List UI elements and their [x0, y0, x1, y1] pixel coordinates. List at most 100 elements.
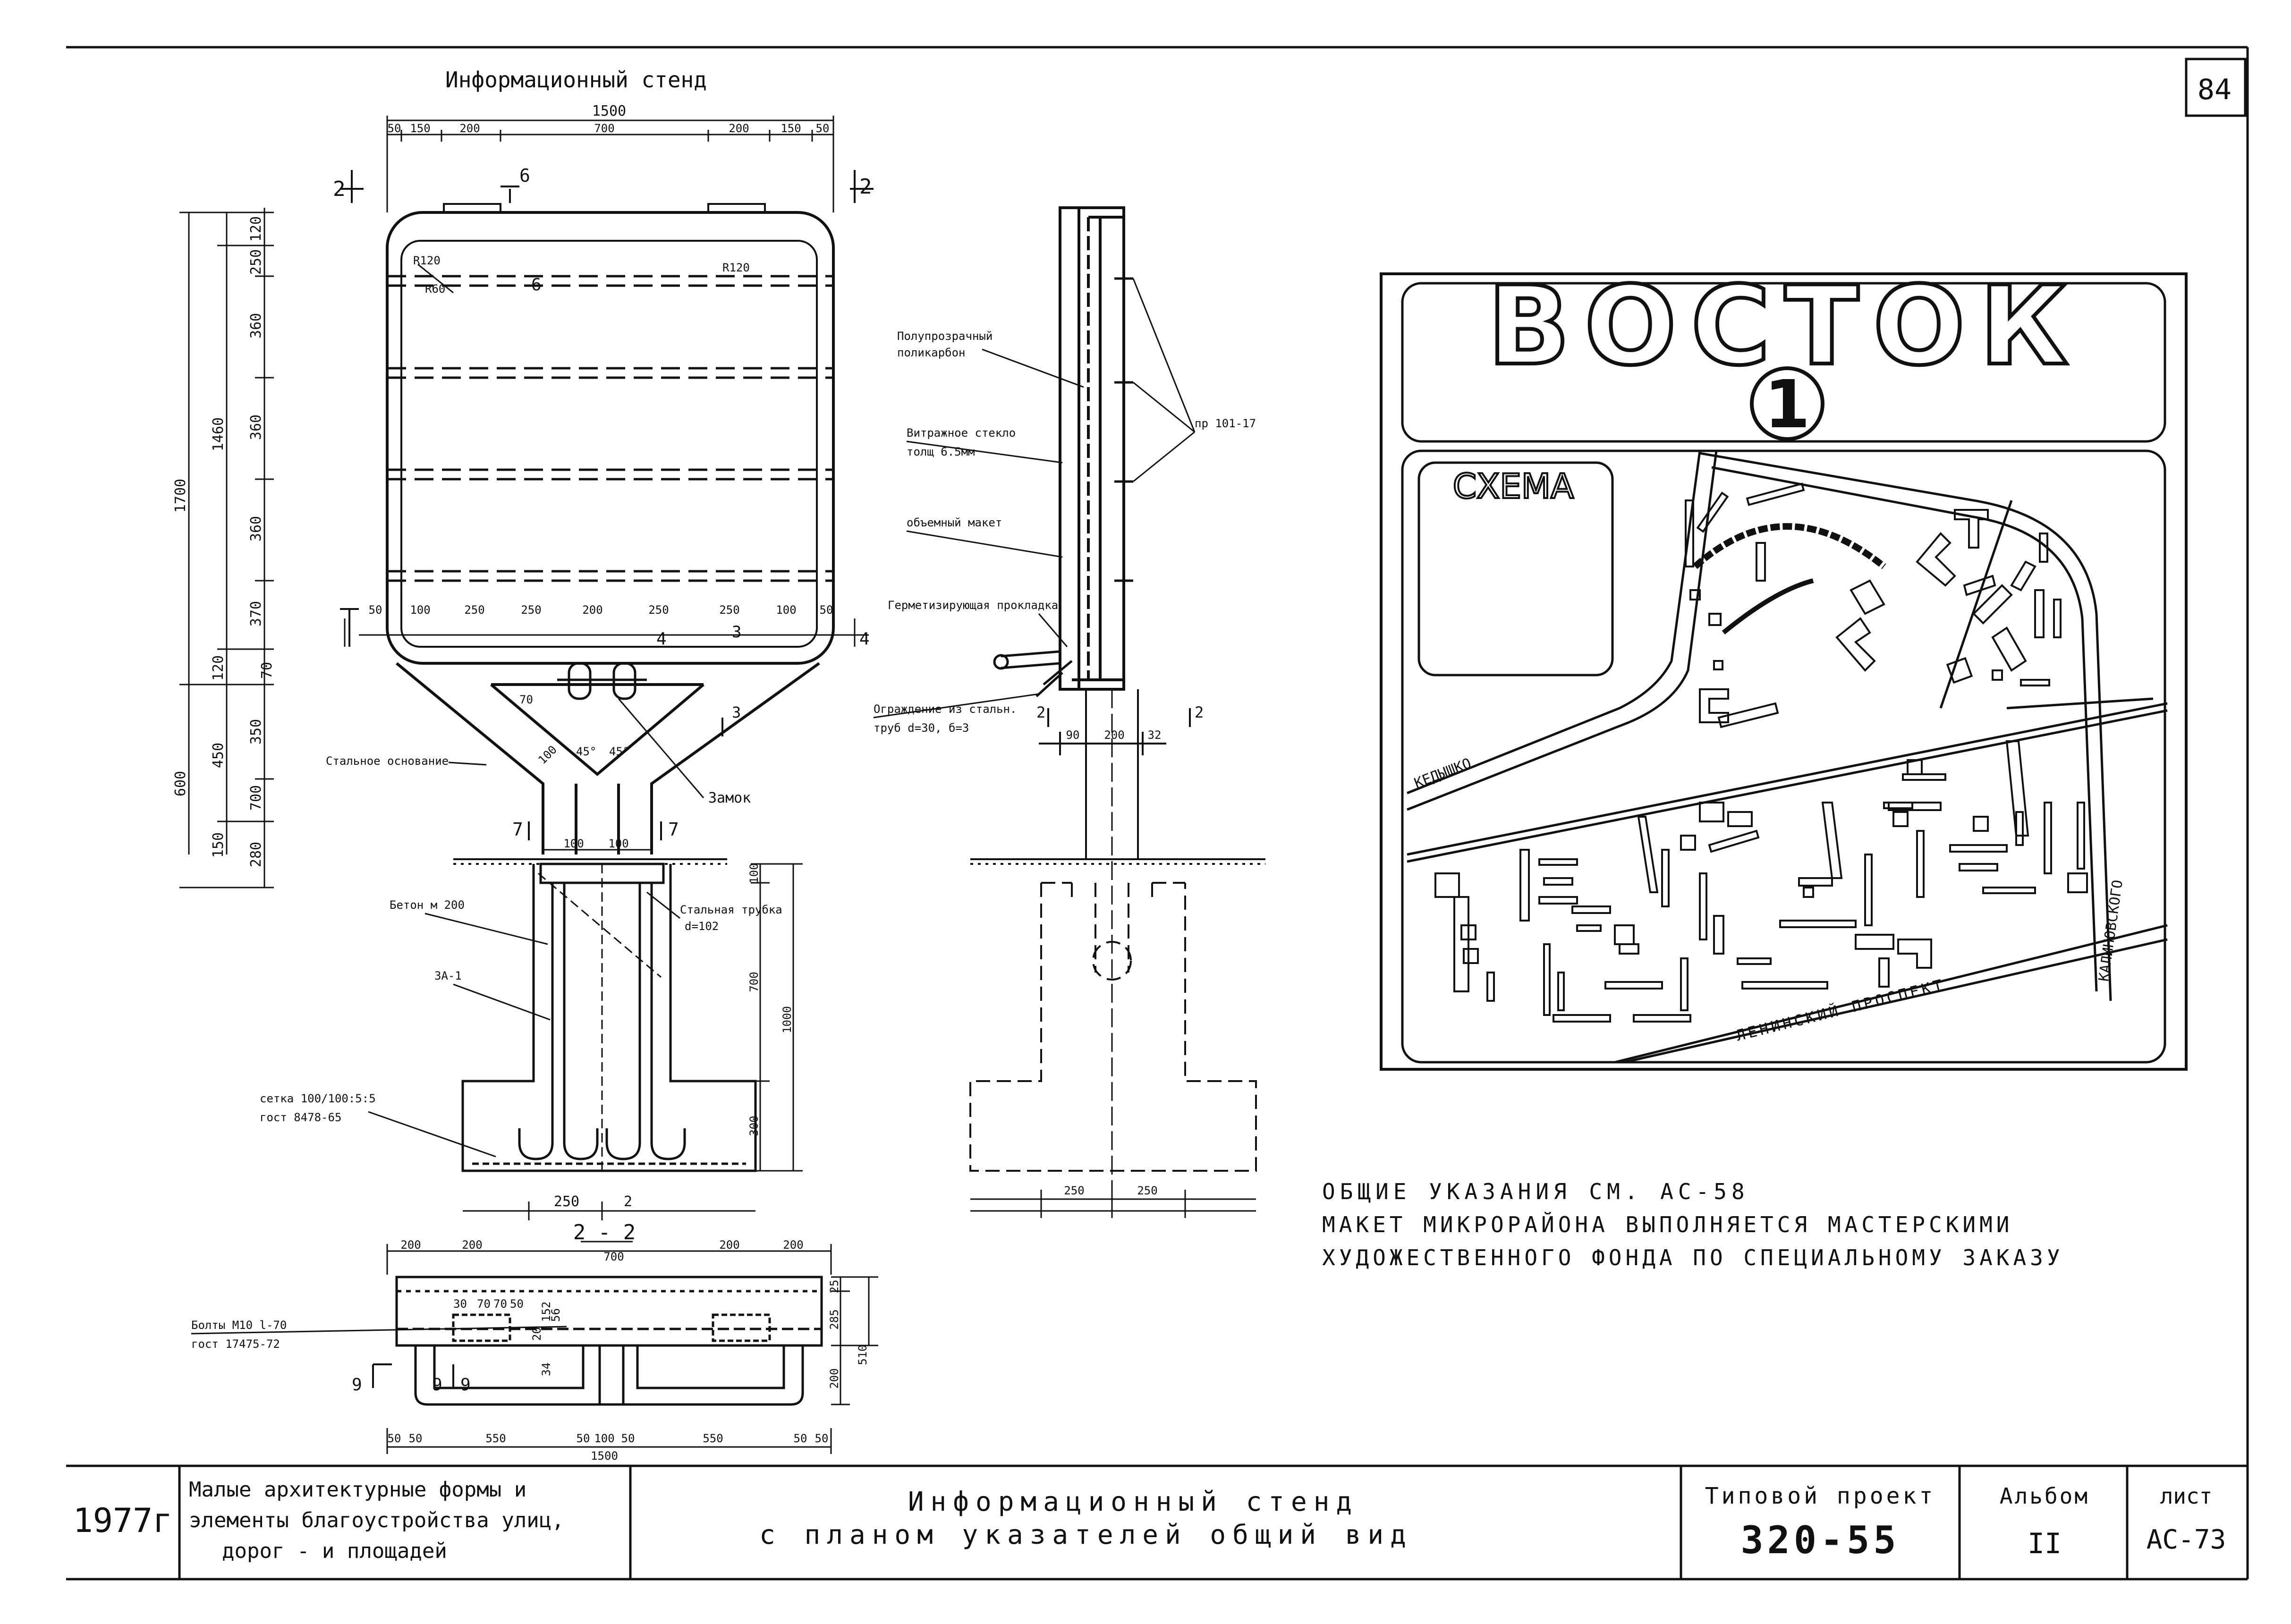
- found-dim-700: 700: [747, 972, 761, 992]
- s22-right-25: 25: [828, 1280, 841, 1294]
- found-dim-300: 300: [747, 1116, 761, 1136]
- s22-inner-152: 152: [540, 1302, 553, 1322]
- plan-scheme-label: СХЕМА: [1453, 466, 1574, 506]
- dim-overall-width: 1500: [592, 103, 626, 119]
- s22-inner-20: 20: [530, 1327, 543, 1341]
- note-line-3: ХУДОЖЕСТВЕННОГО ФОНДА ПО СПЕЦИАЛЬНОМУ ЗА…: [1322, 1245, 2064, 1270]
- title-category-2: элементы благоустройства улиц,: [189, 1508, 564, 1532]
- found-dim-100: 100: [747, 863, 761, 883]
- foundation: [461, 863, 757, 1172]
- title-sheet-value: АС-73: [2147, 1524, 2226, 1555]
- s22-bottom-3: 550: [485, 1432, 506, 1445]
- angle-left: 45°: [576, 745, 596, 758]
- s22-inner-56: 56: [549, 1308, 562, 1322]
- cut-3-top: 3: [732, 623, 741, 642]
- s22-top-1: 200: [400, 1238, 421, 1252]
- cut-2-right: 2: [859, 175, 872, 199]
- title-category-3: дорог - и площадей: [222, 1539, 447, 1563]
- side-label-2b: толщ 6.5мм: [907, 445, 975, 458]
- cut-7-right: 7: [668, 819, 679, 840]
- label-steel-base: Стальное основание: [326, 754, 449, 768]
- found-dim-250: 250: [554, 1193, 579, 1210]
- s22-bottom-total: 1500: [591, 1449, 618, 1463]
- s22-top-5: 200: [783, 1238, 803, 1252]
- note-line-1: ОБЩИЕ УКАЗАНИЯ СМ. АС-58: [1322, 1179, 1749, 1204]
- cut-7-left: 7: [512, 819, 523, 840]
- side-dim-90: 90: [1066, 728, 1080, 742]
- side-label-1a: Полупрозрачный: [897, 330, 993, 343]
- dim-left-600: 600: [172, 771, 189, 796]
- side-found-250a: 250: [1064, 1184, 1084, 1197]
- dim-bottom-5: 200: [582, 603, 602, 617]
- dim-left-450: 450: [210, 743, 227, 768]
- dim-bottom-9: 50: [820, 603, 833, 617]
- cut-6-inner: 6: [531, 275, 542, 295]
- s22-bottom-4: 50: [577, 1432, 590, 1445]
- dim-inner-360a: 360: [248, 313, 264, 338]
- plan-buildings: [1434, 482, 2088, 1023]
- dim-bottom-7: 250: [719, 603, 739, 617]
- label-pipe-d: d=102: [685, 920, 719, 933]
- dim-inner-250: 250: [248, 249, 264, 275]
- dim-top-3: 200: [459, 122, 480, 135]
- label-lock: Замок: [708, 790, 751, 806]
- dim-bottom-4: 250: [521, 603, 541, 617]
- section-2-2: 2 - 2 200 200 700 200 200 30 70 70 50 20: [191, 1220, 878, 1463]
- dim-inner-360b: 360: [248, 414, 264, 440]
- title-project-label: Типовой проект: [1705, 1483, 1936, 1509]
- s22-small-1: 30: [453, 1297, 467, 1311]
- label-za-1: ЗА-1: [434, 969, 462, 982]
- side-label-2a: Витражное стекло: [907, 426, 1016, 440]
- radius-outer: R120: [413, 254, 441, 267]
- panel-inner: [400, 240, 818, 648]
- side-found-250b: 250: [1137, 1184, 1157, 1197]
- dim-100-left: 100: [563, 837, 584, 850]
- dim-top-2: 150: [410, 122, 430, 135]
- found-dim-1000: 1000: [781, 1006, 794, 1033]
- sheet-frame: [66, 46, 2249, 1581]
- title-block: [178, 1466, 2129, 1579]
- dim-top-5: 200: [729, 122, 749, 135]
- cut-4-left: 4: [656, 629, 667, 649]
- s22-small-4: 50: [510, 1297, 524, 1311]
- dim-bottom-3: 250: [464, 603, 484, 617]
- s22-small-2: 70: [477, 1297, 491, 1311]
- side-cut-2b: 2: [1195, 703, 1204, 721]
- dim-top-1: 50: [388, 122, 401, 135]
- dim-bottom-1: 50: [369, 603, 382, 617]
- title-sheet-label: лист: [2160, 1483, 2213, 1509]
- dim-bottom-2: 100: [410, 603, 430, 617]
- side-cut-2a: 2: [1036, 703, 1045, 721]
- side-foundation: [969, 882, 1257, 1172]
- title-album-label: Альбом: [2000, 1483, 2089, 1509]
- side-view: Полупрозрачный поликарбон Витражное стек…: [873, 206, 1265, 1218]
- sheet-number: 84: [2198, 73, 2232, 106]
- title-name-2: с планом указателей общий вид: [759, 1520, 1413, 1550]
- street-kalinovskogo: КАЛИНОВСКОГО: [2096, 879, 2126, 983]
- side-label-pr: пр 101-17: [1195, 417, 1256, 430]
- street-leninsky: ЛЕНИНСКИЙ ПРОСПЕКТ: [1734, 975, 1947, 1045]
- section-2-2-title: 2 - 2: [573, 1220, 636, 1244]
- label-steel-pipe: Стальная трубка: [680, 903, 782, 916]
- dim-70-right: 70: [259, 662, 275, 679]
- dim-left-150: 150: [210, 832, 227, 858]
- label-bolts-1: Болты М10 l-70: [191, 1319, 287, 1332]
- note-line-2: МАКЕТ МИКРОРАЙОНА ВЫПОЛНЯЕТСЯ МАСТЕРСКИМ…: [1322, 1212, 2013, 1237]
- cut-4-right: 4: [859, 629, 870, 649]
- plan-number-circle: [1750, 366, 1824, 441]
- s22-small-3: 70: [493, 1297, 507, 1311]
- s22-bottom-8: 50: [794, 1432, 807, 1445]
- s22-bottom-7: 550: [703, 1432, 723, 1445]
- s22-bottom-9: 50: [815, 1432, 829, 1445]
- cut-9-b: 9: [432, 1375, 442, 1395]
- dim-70-base: 70: [519, 693, 533, 706]
- radius-right: R120: [722, 261, 750, 274]
- s22-bottom-2: 50: [409, 1432, 423, 1445]
- side-label-4: Герметизирующая прокладка: [888, 599, 1058, 612]
- found-mark-2: 2: [624, 1193, 632, 1210]
- drawing-title: Информационный стенд: [445, 67, 707, 93]
- title-category-1: Малые архитектурные формы и: [189, 1478, 526, 1502]
- cut-6-top: 6: [519, 165, 530, 186]
- side-label-1b: поликарбон: [897, 346, 966, 359]
